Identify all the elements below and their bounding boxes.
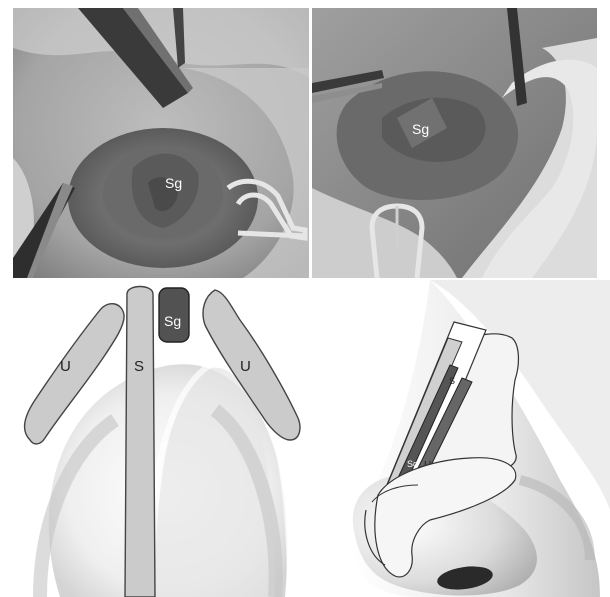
sg-label: Sg [164, 313, 181, 329]
schematic-svg: U S Sg U [0, 280, 610, 597]
frontal-diagram: U S Sg U [25, 287, 300, 597]
lateral-sg-label: Sg [407, 459, 418, 469]
intraoperative-photo-right: Sg [312, 8, 597, 278]
septal-strut [125, 287, 155, 597]
photo-right-scene: Sg [312, 8, 597, 278]
lateral-septum-label: S [449, 376, 455, 386]
graft-label-sg: Sg [412, 121, 429, 137]
photo-left-scene: Sg [13, 8, 309, 278]
graft-label-sg: Sg [165, 175, 182, 191]
left-graft-label: U [60, 358, 71, 375]
intraoperative-photo-left: Sg [13, 8, 309, 278]
right-graft-label: U [240, 358, 251, 375]
schematic-diagrams: U S Sg U [0, 280, 610, 597]
lateral-diagram: S Sg U [352, 280, 610, 597]
septum-label: S [134, 358, 144, 375]
